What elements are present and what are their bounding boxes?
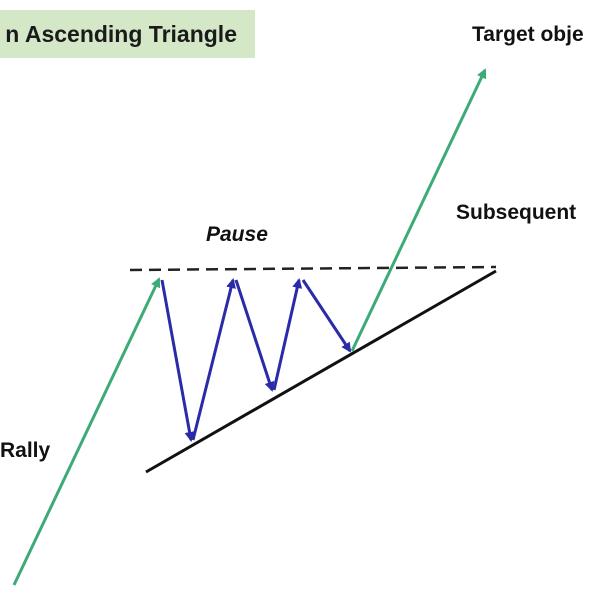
subsequent-label: Subsequent <box>456 201 577 224</box>
zigzag-segment <box>272 278 303 391</box>
rally-arrow <box>12 277 161 586</box>
support-line <box>145 269 497 474</box>
zigzag-segment <box>160 279 195 442</box>
pause-label: Pause <box>206 223 268 246</box>
rally-label: Rally <box>0 439 51 462</box>
resistance-line <box>129 265 497 272</box>
breakout-arrow <box>350 68 487 352</box>
zigzag-segment <box>234 279 275 392</box>
zigzag-segment <box>301 279 352 353</box>
target-objective-label: Target obje <box>472 23 584 46</box>
title-box: n Ascending Triangle <box>0 10 255 58</box>
zigzag-segment <box>191 278 236 441</box>
diagram-title: n Ascending Triangle <box>5 20 237 47</box>
